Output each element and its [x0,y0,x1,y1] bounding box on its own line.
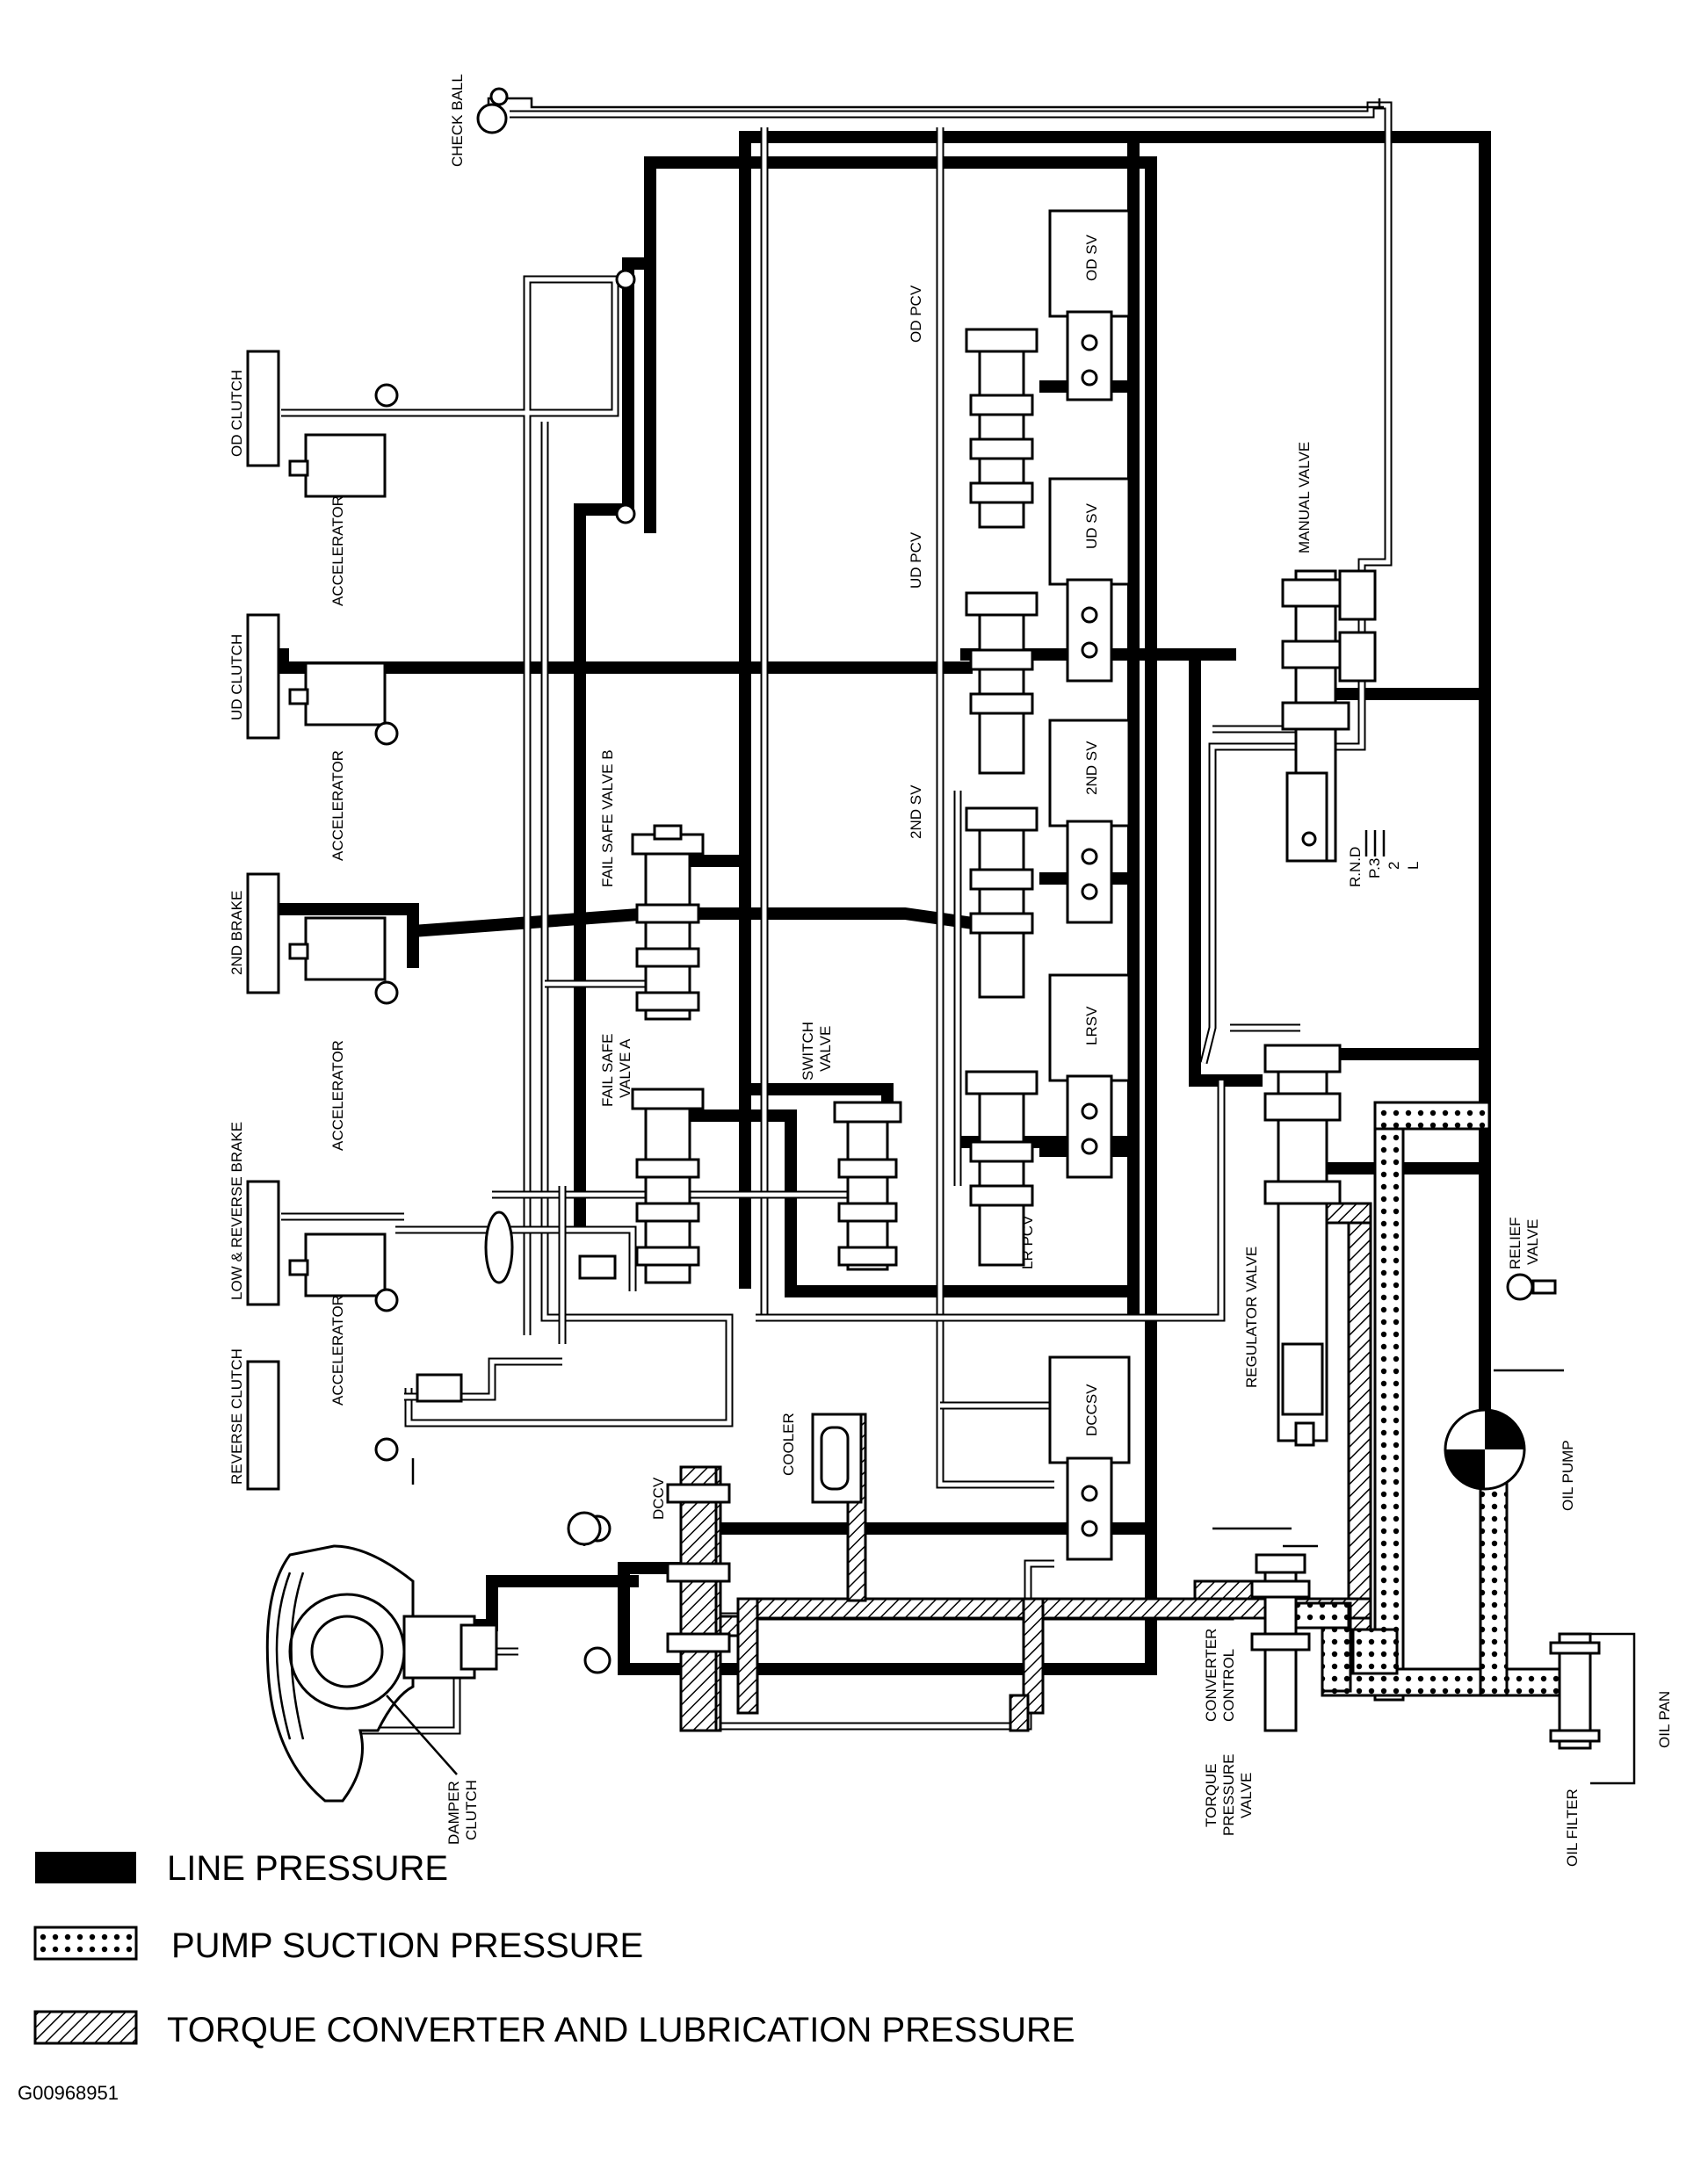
converter-control-label-2: CONTROL [1220,1649,1237,1722]
dccv-label: DCCV [650,1477,667,1520]
oil-filter [1549,1632,1601,1750]
manual-valve [1281,569,1386,863]
relief-valve-label-2: VALVE [1524,1219,1541,1265]
accelerator-label-3: ACCELERATOR [329,1040,346,1151]
lrsv [1048,973,1131,1179]
switch-valve-label-2: VALVE [817,1026,834,1072]
ud-sv [1048,477,1131,683]
od-pcv [965,328,1039,529]
od-sv [1048,209,1131,401]
ud-clutch-label: UD CLUTCH [228,634,245,720]
od-pcv-label: OD PCV [908,285,924,343]
ud-sv-label: UD SV [1083,502,1100,549]
low-reverse-brake-accumulator [304,1232,387,1297]
torque-converter [265,1544,498,1803]
fail-safe-valve-b [631,824,705,1021]
damper-clutch-label-1: DAMPER [445,1781,462,1845]
dccsv [1048,1355,1131,1561]
check-valve-low-reverse [484,1211,514,1284]
component-labels: CHECK BALL OD CLUTCH ACCELERATOR UD CLUT… [228,74,1673,1867]
second-pcv [965,806,1039,999]
relief-valve [1506,1273,1557,1301]
accelerator-label-4: ACCELERATOR [329,1295,346,1406]
range-l-label: L [1405,862,1422,870]
check-ball [476,87,509,134]
converter-control-label-1: CONVERTER [1203,1629,1219,1722]
oil-pump-label: OIL PUMP [1560,1440,1576,1511]
ud-pcv-label: UD PCV [908,531,924,589]
oil-filter-label: OIL FILTER [1564,1789,1581,1867]
actuator-column [246,350,514,1491]
fail-safe-valve-a-label-1: FAIL SAFE [599,1034,616,1107]
lrsv-label: LRSV [1083,1006,1100,1045]
legend: LINE PRESSURE PUMP SUCTION PRESSURE TORQ… [18,1849,1075,2104]
low-reverse-brake-label: LOW & REVERSE BRAKE [228,1122,245,1300]
oil-pan-label: OIL PAN [1656,1691,1673,1748]
dccsv-label: DCCSV [1083,1384,1100,1436]
legend-text-line: LINE PRESSURE [167,1849,448,1888]
second-brake-label: 2ND BRAKE [228,891,245,975]
fail-safe-valve-b-label: FAIL SAFE VALVE B [599,749,616,887]
torque-pressure-valve-label-2: PRESSURE [1220,1753,1237,1836]
reverse-clutch-accumulator [416,1373,463,1403]
converter-control-valve [1250,1553,1311,1732]
regulator-valve-label: REGULATOR VALVE [1243,1247,1260,1388]
range-p3-label: P.3 [1366,858,1383,878]
low-reverse-brake-plate [246,1180,280,1306]
switch-valve-label-1: SWITCH [800,1022,816,1080]
cooler [811,1413,863,1504]
fail-safe-valve-a [578,1088,705,1284]
lr-pcv-label: LR PCV [1019,1215,1036,1269]
oil-pump [1444,1408,1526,1491]
legend-item-converter-lubrication: TORQUE CONVERTER AND LUBRICATION PRESSUR… [33,2010,1075,2049]
check-ball-label: CHECK BALL [449,74,466,167]
ud-pcv [965,591,1039,775]
torque-pressure-valve-label-3: VALVE [1238,1773,1255,1818]
fail-safe-valve-a-label-2: VALVE A [617,1038,633,1098]
second-brake-plate [246,872,280,994]
ud-clutch-plate [246,613,280,740]
legend-text-converter: TORQUE CONVERTER AND LUBRICATION PRESSUR… [167,2011,1075,2049]
manual-valve-label: MANUAL VALVE [1296,442,1313,553]
legend-swatch-line [35,1852,136,1883]
range-2-label: 2 [1386,862,1402,870]
range-rnd-label: R.N.D [1347,847,1364,887]
legend-swatch-converter [33,2010,138,2045]
legend-item-line-pressure: LINE PRESSURE [35,1849,448,1888]
switch-valve [833,1101,902,1271]
cooler-label: COOLER [780,1413,797,1476]
od-clutch-accumulator [304,433,387,498]
legend-swatch-suction [33,1926,138,1961]
damper-clutch-label-2: CLUTCH [463,1780,480,1840]
od-sv-label: OD SV [1083,234,1100,281]
dccv [567,1465,731,1732]
second-brake-accumulator [304,916,387,981]
reverse-clutch-label: REVERSE CLUTCH [228,1348,245,1485]
second-sv [1048,719,1131,924]
second-sv-side-label: 2ND SV [908,784,924,839]
od-clutch-plate [246,350,280,467]
figure-code: G00968951 [18,2082,119,2104]
accelerator-label-2: ACCELERATOR [329,750,346,861]
legend-text-suction: PUMP SUCTION PRESSURE [171,1926,643,1965]
regulator-valve [1263,1044,1342,1447]
lr-pcv [965,1070,1039,1267]
od-clutch-label: OD CLUTCH [228,370,245,457]
second-sv-label: 2ND SV [1083,741,1100,795]
torque-pressure-valve-label-1: TORQUE [1203,1764,1219,1827]
ud-clutch-accumulator [304,661,387,726]
reverse-clutch-plate [246,1360,280,1491]
oil-pan [1590,1632,1636,1785]
accelerator-label-1: ACCELERATOR [329,495,346,606]
legend-item-pump-suction: PUMP SUCTION PRESSURE [33,1926,643,1965]
relief-valve-label-1: RELIEF [1507,1217,1523,1269]
